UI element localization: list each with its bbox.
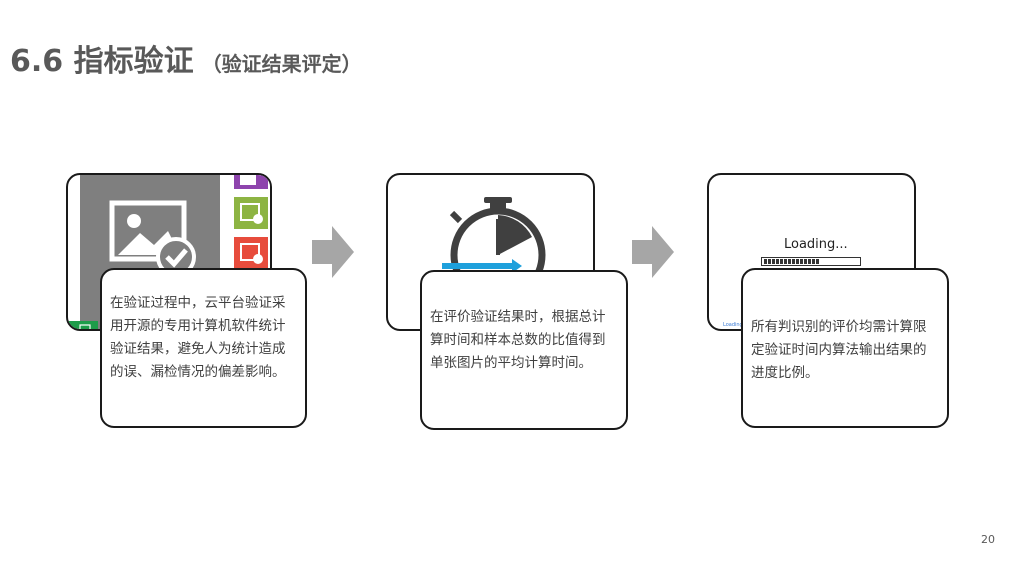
step1-description-card: 在验证过程中，云平台验证采用开源的专用计算机软件统计验证结果，避免人为统计造成的… <box>100 268 307 428</box>
page-title: 6.6 指标验证 （验证结果评定） <box>10 36 362 80</box>
step2-description-card: 在评价验证结果时，根据总计算时间和样本总数的比值得到单张图片的平均计算时间。 <box>420 270 628 430</box>
page-number: 20 <box>981 533 995 546</box>
step2-description: 在评价验证结果时，根据总计算时间和样本总数的比值得到单张图片的平均计算时间。 <box>430 309 606 371</box>
step3-description: 所有判识别的评价均需计算限定验证时间内算法输出结果的进度比例。 <box>751 319 927 381</box>
progress-fill <box>764 259 820 264</box>
loading-label: Loading... <box>784 237 848 252</box>
small-loading-label: Loading <box>723 322 743 328</box>
step3-description-card: 所有判识别的评价均需计算限定验证时间内算法输出结果的进度比例。 <box>741 268 949 428</box>
title-main: 6.6 指标验证 <box>10 44 194 79</box>
title-subtitle: （验证结果评定） <box>201 52 362 76</box>
arrow-right-icon <box>632 226 674 278</box>
loading-bar-icon <box>761 257 861 266</box>
arrow-right-icon <box>312 226 354 278</box>
step1-description: 在验证过程中，云平台验证采用开源的专用计算机软件统计验证结果，避免人为统计造成的… <box>110 295 286 380</box>
